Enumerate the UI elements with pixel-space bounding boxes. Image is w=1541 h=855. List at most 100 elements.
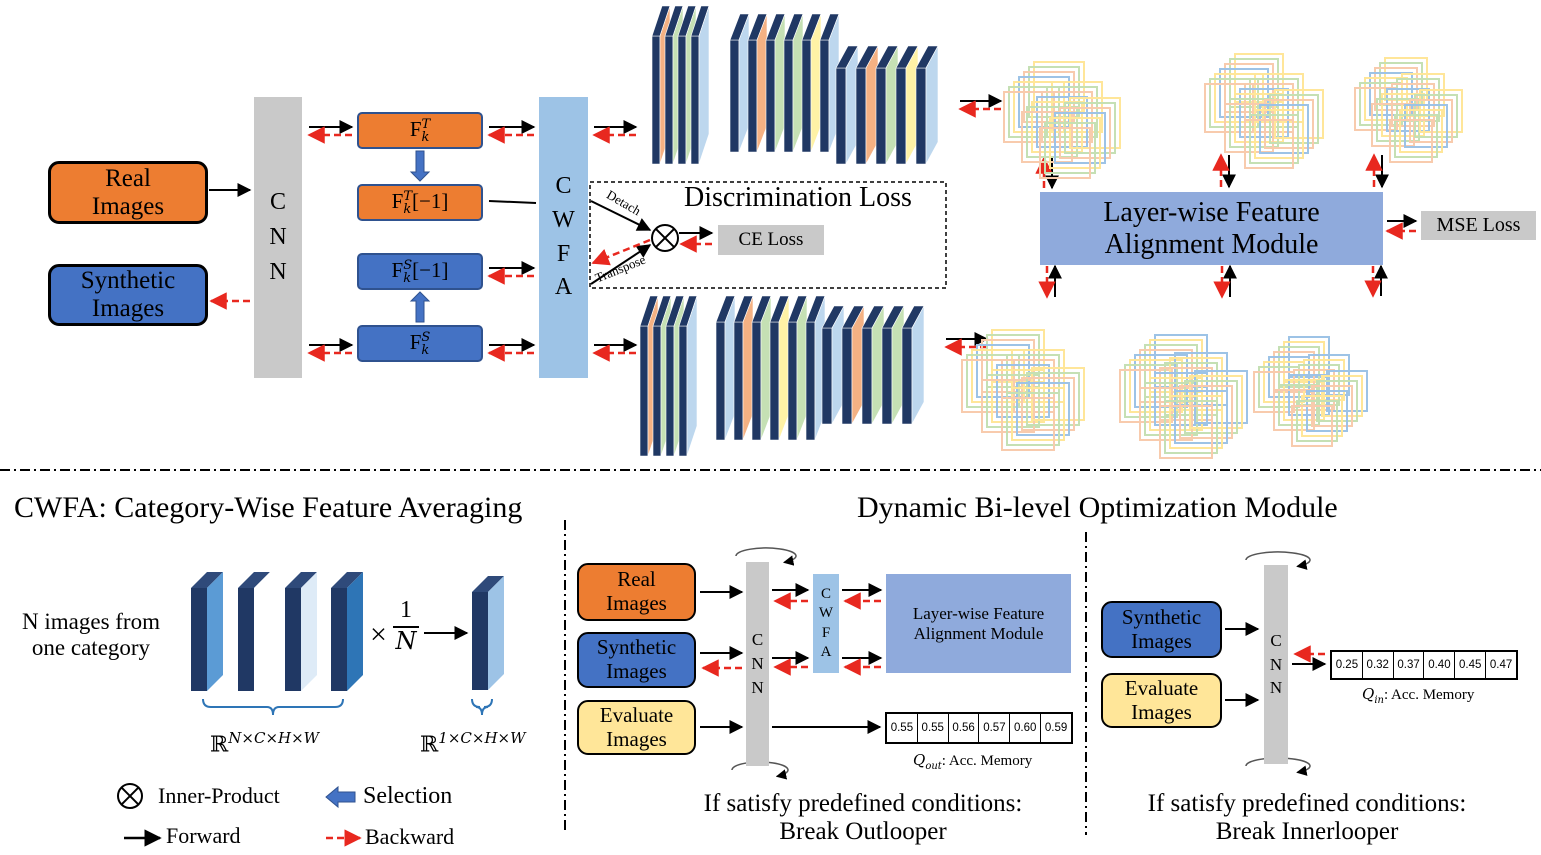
- dbo-synthetic-images-label: Synthetic Images: [596, 635, 677, 683]
- ce-loss-box: CE Loss: [718, 225, 824, 255]
- memory-cell: 0.25: [1332, 652, 1363, 678]
- cwfa-slab-side: [488, 576, 504, 690]
- selection-arrow: [409, 150, 431, 182]
- feature-map-outline: [1164, 400, 1218, 454]
- legend-selection-arrow-icon: [325, 785, 356, 809]
- inner-cnn-block: C N N: [1264, 565, 1288, 764]
- discrimination-loss-label: Discrimination Loss: [684, 182, 912, 213]
- slab-front: [895, 67, 907, 165]
- break-outlooper-label: If satisfy predefined conditions: Break …: [703, 790, 1023, 845]
- feature-map-outline: [1306, 390, 1348, 432]
- discrimination-loss-box: [589, 181, 947, 289]
- legend-forward: Forward: [166, 823, 241, 848]
- feature-map-outline: [1054, 112, 1106, 164]
- feature-map-outline: [1273, 389, 1315, 431]
- dim-out-label: ℝ1×C×H×W: [420, 729, 526, 757]
- dimension-brace: [471, 698, 493, 716]
- cwfa-slab-side: [301, 572, 317, 691]
- feature-map-outline: [1044, 122, 1096, 174]
- inner-synthetic-images-label: Synthetic Images: [1121, 604, 1202, 653]
- dbo-evaluate-images-label: Evaluate Images: [599, 702, 674, 751]
- real-images-label: Real Images: [91, 164, 165, 220]
- slab-front: [801, 39, 812, 153]
- feature-map-outline: [1174, 390, 1228, 444]
- feature-map-outline: [1259, 104, 1309, 154]
- cwfa-slab-top: [285, 572, 317, 588]
- slab-front: [765, 39, 776, 153]
- slab-side: [778, 295, 790, 441]
- feature-map-outline: [1244, 119, 1294, 169]
- cwfa-slab-front: [238, 588, 254, 691]
- feature-map-outline: [1159, 405, 1213, 459]
- feature-map-outline: [1394, 114, 1438, 158]
- feature-map-outline: [1021, 111, 1073, 163]
- slab-front: [835, 67, 847, 165]
- slab-front: [664, 35, 674, 165]
- memory-cell: 0.45: [1455, 652, 1487, 678]
- one-over-n: 1 N: [393, 597, 419, 655]
- cwfa-panel-title: CWFA: Category-Wise Feature Averaging: [14, 491, 523, 524]
- feature-map-outline: [1026, 106, 1078, 158]
- feature-map-outline: [1179, 385, 1233, 439]
- slab-front: [787, 321, 798, 441]
- memory-cell: 0.56: [949, 714, 980, 742]
- slab-front: [729, 39, 740, 153]
- break-innerlooper-label: If satisfy predefined conditions: Break …: [1147, 790, 1467, 845]
- dbo-cnn-block: C N N: [746, 562, 769, 766]
- feature-map-outline: [1296, 400, 1338, 442]
- inner-product-icon-stroke: [120, 786, 140, 806]
- slab-front: [819, 39, 830, 153]
- cwfa-slab-side: [207, 572, 223, 691]
- n-images-label: N images from one category: [22, 609, 160, 660]
- inner-synthetic-images-box: Synthetic Images: [1101, 601, 1222, 658]
- cwfa-slab-top: [191, 572, 223, 588]
- slab-side: [724, 295, 736, 441]
- selection-arrow: [409, 291, 431, 323]
- slab-side: [742, 295, 754, 441]
- slab-front: [652, 325, 662, 457]
- feature-map-outline: [1011, 387, 1065, 441]
- feature-map-outline: [1301, 395, 1343, 437]
- legend-inner-product: Inner-Product: [158, 783, 280, 808]
- loop-icon: [735, 547, 797, 566]
- dbo-synthetic-images-box: Synthetic Images: [577, 632, 696, 688]
- slab-side: [925, 45, 939, 165]
- feature-stacks-layer: [191, 5, 939, 691]
- cwfa-slab-side: [254, 572, 270, 691]
- slab-front: [915, 67, 927, 165]
- memory-cell: 0.55: [918, 714, 949, 742]
- inner-evaluate-images-box: Evaluate Images: [1101, 673, 1222, 728]
- slab-front: [651, 35, 661, 165]
- slab-front: [665, 325, 675, 457]
- feature-map-outline: [1016, 382, 1070, 436]
- feature-map-outline: [1404, 104, 1448, 148]
- dbo-lfam-block: Layer-wise Feature Alignment Module: [886, 574, 1071, 673]
- misc-layer: [0, 150, 1541, 835]
- inner-evaluate-images-label: Evaluate Images: [1124, 675, 1199, 724]
- feature-map-outline: [1291, 405, 1333, 447]
- mse-loss-box: MSE Loss: [1421, 211, 1536, 240]
- feature-map-outline: [1249, 114, 1299, 164]
- legend-selection: Selection: [363, 783, 453, 809]
- dbo-cwfa-block: C W F A: [813, 574, 839, 673]
- slab-front: [747, 39, 758, 153]
- slab-side: [796, 295, 808, 441]
- dbo-cnn-label: C N N: [751, 630, 764, 697]
- memory-cell: 0.55: [887, 714, 918, 742]
- feature-map-outline: [1389, 119, 1433, 163]
- q-out-caption: Qout: Acc. Memory: [913, 751, 1033, 772]
- cnn-block: C N N: [254, 97, 302, 378]
- memory-cell: 0.59: [1044, 722, 1068, 734]
- mse-loss-label: MSE Loss: [1436, 214, 1521, 237]
- cwfa-slab-top: [331, 572, 363, 588]
- dimension-brace: [202, 698, 344, 716]
- slab-front: [783, 39, 794, 153]
- lfam-block: Layer-wise Feature Alignment Module: [1040, 192, 1383, 265]
- feature-map-outline: [1264, 99, 1314, 149]
- cwfa-slab-front: [331, 588, 347, 691]
- slab-side: [760, 295, 772, 441]
